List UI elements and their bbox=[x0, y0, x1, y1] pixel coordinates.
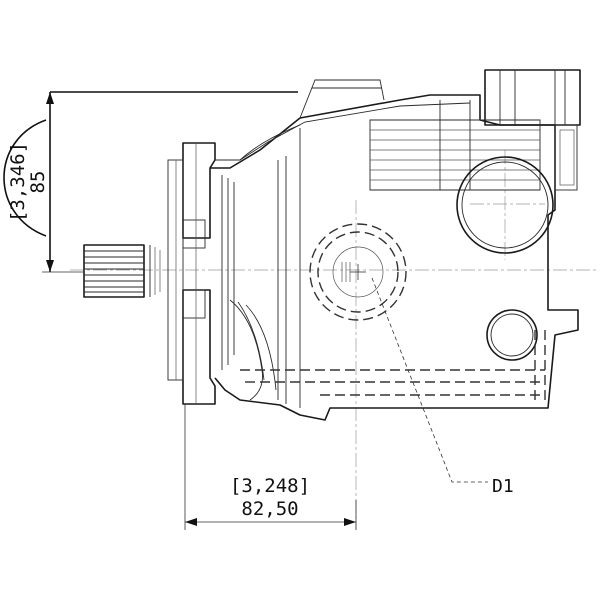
hidden-lines bbox=[240, 330, 546, 405]
dimension-vertical-inch: [3,346] bbox=[7, 142, 29, 222]
callout-d1-label: D1 bbox=[492, 476, 514, 497]
valve-head bbox=[369, 69, 581, 191]
shaft-spline bbox=[83, 244, 161, 298]
dimension-vertical bbox=[3, 91, 298, 273]
dimension-horizontal-inch: [3,248] bbox=[230, 475, 310, 497]
dimension-horizontal-mm: 82,50 bbox=[241, 498, 298, 520]
pump-housing bbox=[210, 79, 579, 421]
upper-port bbox=[456, 156, 554, 254]
mounting-flange bbox=[167, 142, 216, 405]
cylinder-barrel bbox=[309, 223, 407, 321]
dimension-vertical-mm: 85 bbox=[27, 171, 49, 194]
callout-d1-leader bbox=[371, 277, 488, 483]
dimension-horizontal bbox=[184, 404, 357, 530]
lower-port bbox=[486, 309, 538, 361]
center-lines bbox=[70, 150, 598, 530]
